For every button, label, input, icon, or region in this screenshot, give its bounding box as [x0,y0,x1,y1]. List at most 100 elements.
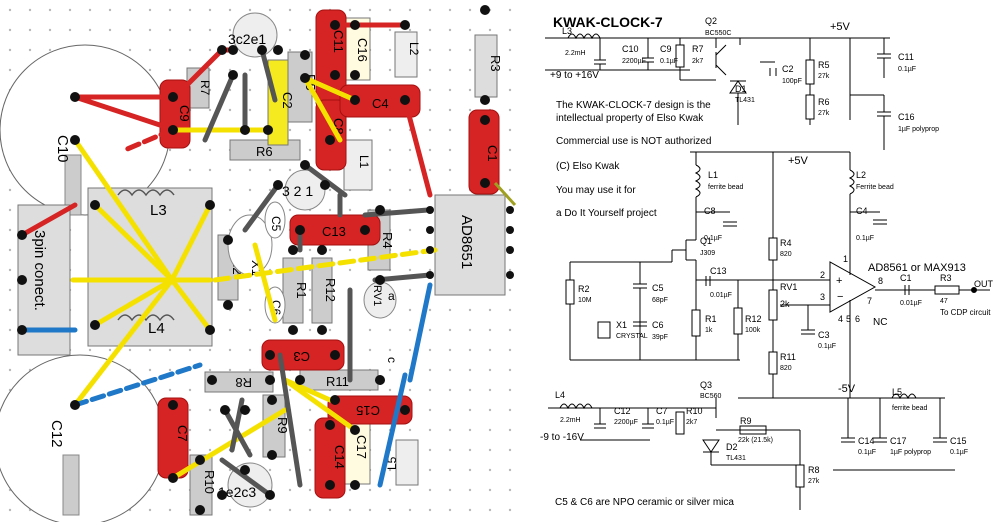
c16-val: 1µF polyprop [898,126,939,133]
l1-label: L1 [357,155,371,169]
l2-label: L2 [407,42,421,56]
l1-ref: L1 [708,170,718,180]
c6-ref: C6 [652,320,664,330]
rail-neg: -5V [838,383,856,395]
r1-ref: R1 [705,314,717,324]
c14-val: 0.1µF [858,449,876,456]
c17-label: C17 [354,435,369,459]
c2-val: 100pF [782,78,802,85]
ad-label: AD8651 [458,215,475,269]
r8-label: R8 [235,375,252,390]
c16-label: C16 [355,38,370,62]
q1-pins: 3 2 1 [282,183,313,199]
r5-ref: R5 [818,60,830,70]
c5-label: C5 [269,216,283,232]
c2-ref: C2 [782,64,794,74]
c9-ref: C9 [660,44,672,54]
r12-val: 100k [745,327,761,334]
r3-label: R3 [488,55,503,72]
rv1-val: 2k [780,299,790,309]
c9-label: C9 [177,105,192,122]
c8-ref: C8 [704,206,716,216]
c15-val: 0.1µF [950,449,968,456]
r2-ref: R2 [578,284,590,294]
l2-ref: L2 [856,170,866,180]
c13-ref: C13 [710,266,727,276]
out-label: OUT [974,279,994,289]
r5-val: 27k [818,73,830,80]
c11-label: C11 [331,30,346,53]
rail-pos-mid: +5V [788,155,809,167]
q2-val: BC550C [705,30,731,37]
note-line-3: Commercial use is NOT authorized [556,136,711,147]
c2-label: C2 [280,92,295,109]
c11-val: 0.1µF [898,66,916,73]
c14-label: C14 [332,445,347,469]
c10-capacitor: C10 [0,44,171,216]
pin-1: 1 [843,254,848,264]
r2-val: 10M [578,297,592,304]
c5-val: 68pF [652,297,668,304]
r3-val: 47 [940,298,948,305]
to-cdp-label: To CDP circuit [940,308,991,317]
c4-ref: C4 [856,206,868,216]
l4-val: 2.2mH [560,417,581,424]
q2-pins: 3c2e1 [228,31,266,47]
l3-label: L3 [150,202,167,219]
q2-ref: Q2 [705,16,717,26]
c4-label: C4 [372,96,389,111]
footer-note: C5 & C6 are NPO ceramic or silver mica [555,497,734,508]
c15-ref: C15 [950,436,967,446]
pin-6: 6 [855,314,860,324]
c12-val: 2200µF [614,419,638,426]
r1-label: R1 [294,282,309,299]
pin-2: 2 [820,270,825,280]
l5-label: L5 [385,456,399,470]
rv1-a-label: a [388,289,395,303]
c17-ref: C17 [890,436,907,446]
d2-val: TL431 [726,455,746,462]
pin-8: 8 [878,276,883,286]
note-line-4: (C) Elso Kwak [556,161,620,172]
r11-label: R11 [326,374,349,389]
r10-val: 2k7 [686,419,697,426]
r4-ref: R4 [780,238,792,248]
c7-val: 0.1µF [656,419,674,426]
r1-val: 1k [705,327,713,334]
rv1-c-label: c [385,357,399,363]
r10-label: R10 [202,470,217,494]
label-text: + [836,275,842,287]
r11-val: 820 [780,365,792,372]
r9-label: R9 [275,417,290,434]
l4-label: L4 [148,320,165,337]
c13-label: C13 [322,224,346,239]
r8-val: 27k [808,478,820,485]
r6-label: R6 [256,144,273,159]
schematic-title: KWAK-CLOCK-7 [553,14,663,30]
q3-val: BC560 [700,393,722,400]
c10-ref: C10 [622,44,639,54]
r3-ref: R3 [940,273,952,283]
c3-label: C3 [293,349,310,364]
c12-capacitor: C12 [0,354,166,522]
pin-5: 5 [846,314,851,324]
board-layout: C10 C12 3pin conect. L3 L4 R6 R5 R3 R2 R… [0,0,520,522]
r7-ref: R7 [692,44,704,54]
c17-val: 1µF polyprop [890,449,931,456]
l4-ref: L4 [555,390,565,400]
l1-val: ferrite bead [708,184,744,191]
x1-val: CRYSTAL [616,333,648,340]
supply-pos-in: +9 to +16V [550,70,599,81]
r7-val: 2k7 [692,58,703,65]
q1-ref: Q1 [700,236,712,246]
r4-label: R4 [380,232,395,249]
r10-ref: R10 [686,406,703,416]
pin-4: 4 [838,314,843,324]
c12-label: C12 [48,420,65,448]
pin-7: 7 [867,296,872,306]
note-line-6: a Do It Yourself project [556,208,657,219]
r8-ref: R8 [808,465,820,475]
r9-val: 22k (21.5k) [738,437,773,444]
c3-val: 0.1µF [818,343,836,350]
